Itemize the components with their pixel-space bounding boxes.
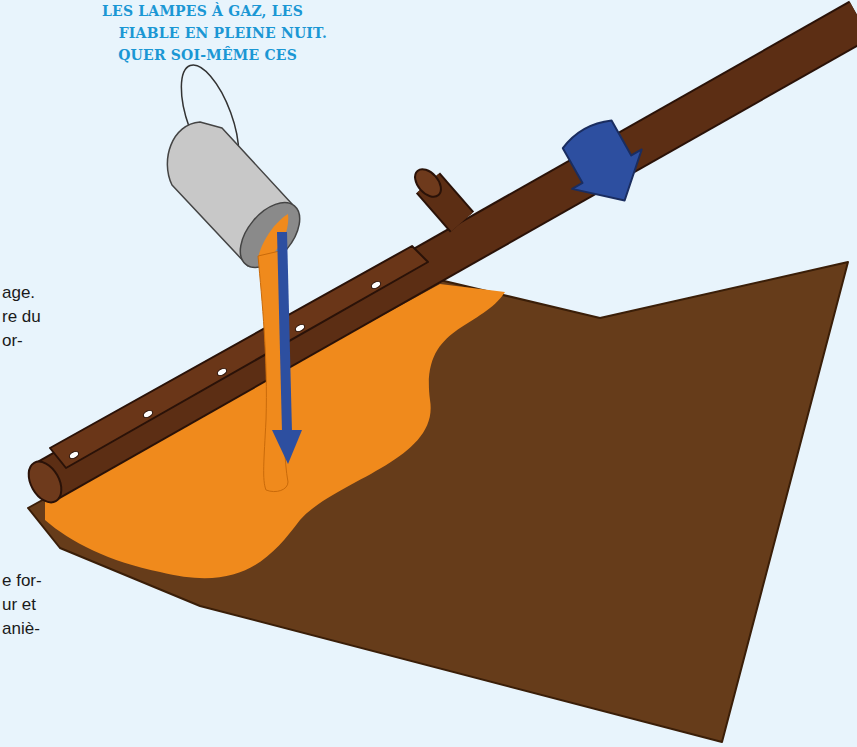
stick [45, 20, 857, 482]
body-text: e for- [2, 571, 42, 591]
intro-text: QUER SOI-MÊME CES [118, 47, 297, 64]
intro-text: FIABLE EN PLEINE NUIT. [119, 25, 327, 42]
body-text: age. [2, 283, 35, 303]
body-text: aniè- [2, 619, 40, 639]
pour-arrow-head [272, 430, 302, 464]
body-text: ur et [2, 595, 36, 615]
stick-outline [45, 20, 857, 482]
rotation-arrow [549, 109, 659, 220]
branch-stub-end [410, 164, 446, 201]
bucket-body [167, 122, 292, 266]
hole [216, 367, 228, 377]
hole [370, 280, 382, 290]
batten-holes [68, 280, 382, 460]
pour-arrow-shaft [282, 232, 287, 432]
hole [68, 450, 80, 460]
rotation-arrow-shape [549, 109, 659, 220]
intro-text: LES LAMPES À GAZ, LES [102, 3, 303, 20]
cloth-sheet [28, 262, 848, 742]
hole [142, 409, 154, 419]
hole [294, 323, 306, 333]
stick-end [22, 456, 68, 508]
body-text: or- [2, 331, 23, 351]
body-text: re du [2, 307, 41, 327]
batten [50, 246, 428, 468]
